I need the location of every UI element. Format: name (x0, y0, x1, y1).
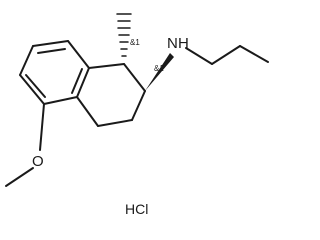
saturated-ring (76, 63, 146, 127)
propyl-chain (185, 45, 269, 65)
amine-h-label: H (178, 35, 189, 52)
methyl-hashed-wedge (116, 13, 132, 57)
stereo-label-c1: &1 (130, 38, 140, 47)
amine-bold-wedge (145, 53, 174, 91)
methoxy-o-label: O (32, 153, 44, 170)
salt-label: HCl (125, 201, 148, 217)
methoxy-bonds (5, 103, 45, 187)
aromatic-ring (19, 40, 90, 105)
stereo-label-c2: &1 (154, 64, 164, 73)
amine-n-label: N (167, 35, 178, 52)
chemical-structure: N H &1 &1 O HCl (5, 13, 269, 217)
